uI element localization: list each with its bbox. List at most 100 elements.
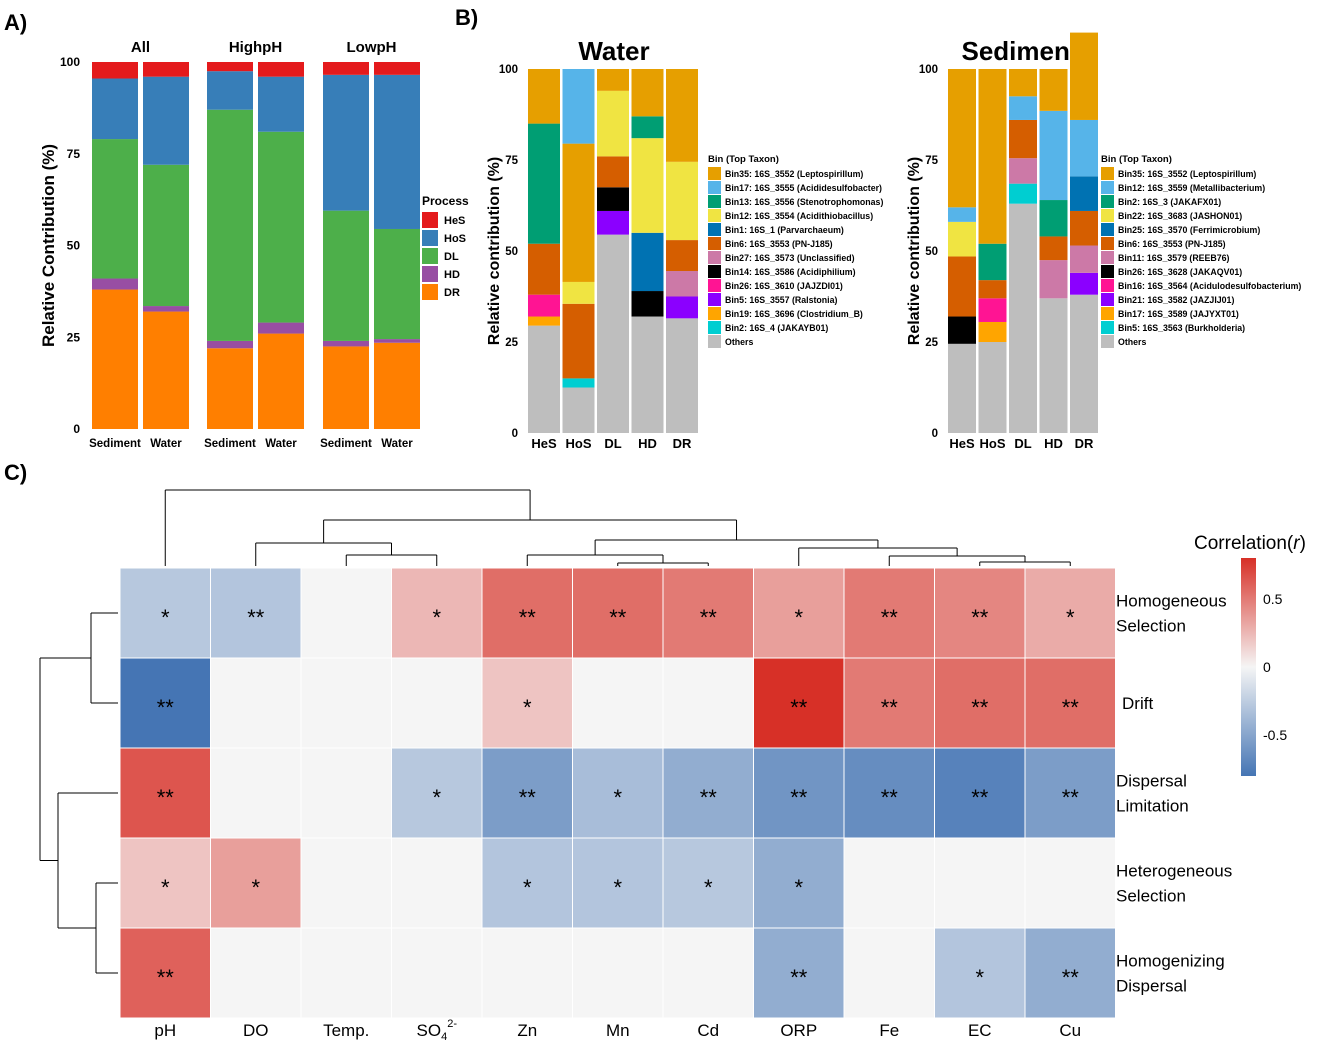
legend-label: Others xyxy=(1118,337,1146,347)
bar-segment-leptospirillum xyxy=(1009,69,1037,97)
heatmap-cell xyxy=(210,567,302,659)
bar-segment-reeb76 xyxy=(1009,158,1037,184)
bar-segment-hos xyxy=(207,71,253,110)
legend-label: Bin17: 16S_3589 (JAJYXT01) xyxy=(1118,309,1239,319)
significance-mark: * xyxy=(251,875,260,900)
heatmap-cell xyxy=(481,657,573,749)
bar-segment-stenotrophomonas xyxy=(631,116,664,139)
heatmap-cell xyxy=(934,927,1026,1019)
bar-segment-stenotrophomonas xyxy=(528,123,560,244)
panel-c-plot: ****************HomogeneousSelection****… xyxy=(39,489,1306,1043)
y-tick-label: 100 xyxy=(919,64,938,76)
row-label: Homogeneous xyxy=(1116,592,1227,611)
heatmap-cell xyxy=(662,657,754,749)
bar-segment-dl xyxy=(207,109,253,341)
legend-label: Bin21: 16S_3582 (JAZJIJ01) xyxy=(1118,295,1234,305)
group-label: LowpH xyxy=(347,39,397,56)
significance-mark: * xyxy=(794,875,803,900)
x-tick-label: Sediment xyxy=(320,438,372,450)
legend-swatch xyxy=(1101,195,1114,208)
legend-swatch xyxy=(708,307,721,320)
x-tick-label: Sediment xyxy=(89,438,141,450)
legend-label: HD xyxy=(444,269,460,281)
legend-label: Bin16: 16S_3564 (Acidulodesulfobacterium… xyxy=(1118,281,1301,291)
significance-mark: * xyxy=(613,785,622,810)
significance-mark: * xyxy=(432,605,441,630)
bar-segment-others xyxy=(1039,298,1068,433)
heatmap-cell xyxy=(391,747,483,839)
y-tick-label: 0 xyxy=(932,428,938,440)
bar-segment-pn-j185 xyxy=(597,156,629,188)
significance-mark: ** xyxy=(790,695,808,720)
heatmap-cell xyxy=(572,567,664,659)
bar-segment-dl xyxy=(374,228,420,340)
bar-segment-hd xyxy=(143,306,189,312)
significance-mark: ** xyxy=(881,785,899,810)
bar-segment-leptospirillum xyxy=(948,69,976,208)
heatmap-cell xyxy=(843,927,935,1019)
x-tick-label: DR xyxy=(1075,436,1094,451)
legend-tick-label: 0 xyxy=(1263,659,1271,675)
significance-mark: * xyxy=(975,965,984,990)
legend-swatch xyxy=(1101,307,1114,320)
y-tick-label: 50 xyxy=(925,246,938,258)
heatmap-cell xyxy=(1024,657,1116,749)
heatmap-cell xyxy=(843,657,935,749)
significance-mark: ** xyxy=(971,695,989,720)
legend-label: Bin11: 16S_3579 (REEB76) xyxy=(1118,253,1230,263)
y-tick-label: 100 xyxy=(60,55,80,69)
column-label: Mn xyxy=(606,1021,630,1040)
x-tick-label: HD xyxy=(1044,436,1063,451)
bar-segment-pn-j185 xyxy=(528,243,560,295)
significance-mark: ** xyxy=(1062,785,1080,810)
legend-label: Others xyxy=(725,337,753,347)
bar-segment-metallibacterium xyxy=(1039,110,1068,201)
significance-mark: ** xyxy=(609,605,627,630)
heatmap-cell xyxy=(662,927,754,1019)
heatmap-cell xyxy=(481,747,573,839)
legend-label: Bin2: 16S_3 (JAKAFX01) xyxy=(1118,197,1221,207)
column-label: Temp. xyxy=(323,1021,369,1040)
heatmap-cell xyxy=(391,657,483,749)
legend-label: Bin35: 16S_3552 (Leptospirillum) xyxy=(725,169,863,179)
bar-segment-hes xyxy=(323,62,369,75)
superscript: 2- xyxy=(447,1018,457,1030)
heatmap-cell xyxy=(119,567,211,659)
group-label: HighpH xyxy=(229,39,282,56)
legend-swatch xyxy=(422,248,438,264)
bar-segment-jakayb01 xyxy=(562,378,595,388)
x-tick-label: DL xyxy=(1014,436,1031,451)
bar-segment-hd xyxy=(323,340,369,347)
legend-swatch xyxy=(708,279,721,292)
bar-segment-hd xyxy=(374,339,420,343)
legend-swatch xyxy=(1101,265,1114,278)
bar-segment-pn-j185 xyxy=(666,240,698,272)
bar-segment-metallibacterium xyxy=(1070,119,1098,177)
legend-swatch xyxy=(708,293,721,306)
legend-label: Bin26: 16S_3610 (JAJZDI01) xyxy=(725,281,843,291)
legend-label: Bin19: 16S_3696 (Clostridium_B) xyxy=(725,309,863,319)
legend-title: Bin (Top Taxon) xyxy=(1101,154,1172,165)
bar-segment-others xyxy=(1070,294,1098,433)
row-label: Drift xyxy=(1122,694,1153,713)
heatmap-cell xyxy=(481,567,573,659)
heatmap-cell xyxy=(210,837,302,929)
significance-mark: ** xyxy=(790,965,808,990)
bar-segment-acidulodesulfobacterium xyxy=(978,298,1007,322)
legend-label: Bin5: 16S_3563 (Burkholderia) xyxy=(1118,323,1245,333)
panel-label-a: A) xyxy=(4,10,27,35)
legend-swatch xyxy=(1101,279,1114,292)
significance-mark: ** xyxy=(790,785,808,810)
bar-segment-pn-j185 xyxy=(1070,210,1098,246)
bar-segment-hos xyxy=(374,74,420,229)
bar-segment-acidiphilium xyxy=(597,187,629,211)
significance-mark: * xyxy=(432,785,441,810)
heatmap-cell xyxy=(481,927,573,1019)
significance-mark: ** xyxy=(971,605,989,630)
bar-segment-dl xyxy=(92,139,138,279)
significance-mark: * xyxy=(523,875,532,900)
significance-mark: ** xyxy=(881,695,899,720)
bar-segment-jazjij01 xyxy=(1070,272,1098,295)
